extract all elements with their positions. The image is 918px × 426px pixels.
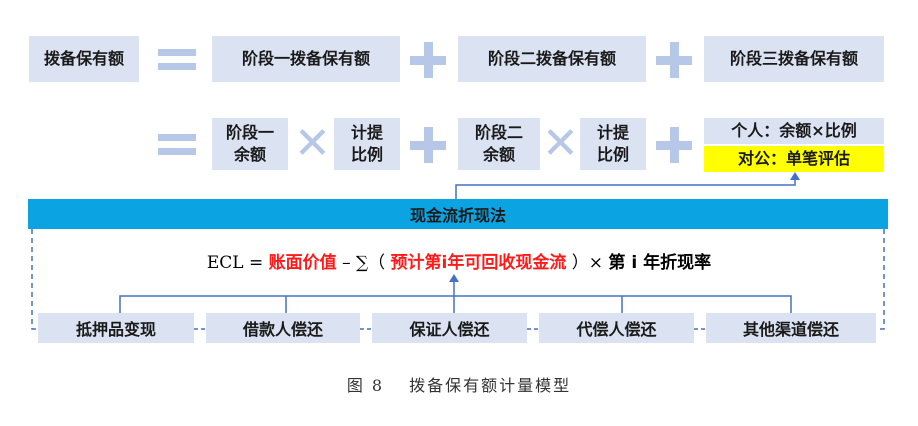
close-times-text: ）× [566, 253, 609, 273]
ecl-label: ECL [206, 253, 244, 273]
minus-sum-text: – ∑（ [336, 253, 391, 273]
source-collateral: 抵押品变现 [38, 313, 194, 343]
provision-rate-box-1: 计提 比例 [334, 118, 400, 170]
stage1-balance-line2: 余额 [233, 145, 266, 164]
book-value-term: 账面价值 [268, 253, 337, 273]
arrowhead-formula [449, 274, 459, 282]
rate2-line2: 比例 [596, 145, 629, 164]
source-bracket [119, 295, 792, 313]
rate1-line2: 比例 [350, 145, 383, 164]
rate1-line1: 计提 [350, 123, 383, 142]
rate2-line1: 计提 [596, 123, 629, 142]
stage3-provision-box: 阶段三拨备保有额 [704, 36, 884, 82]
dashed-frame [31, 229, 885, 330]
dcf-method-bar: 现金流折现法 [28, 199, 888, 229]
stage2-balance-line2: 余额 [482, 145, 515, 164]
dcf-to-corporate [455, 178, 796, 199]
stage1-provision-box: 阶段一拨备保有额 [212, 36, 400, 82]
arrowhead-corporate [790, 172, 800, 180]
times-sign-1: ✕ [294, 118, 331, 169]
source-other-channels: 其他渠道偿还 [706, 313, 876, 343]
provision-rate-box-2: 计提 比例 [580, 118, 646, 170]
figure-caption: 图 8 拨备保有额计量模型 [346, 376, 572, 395]
discount-rate-term: 第 i 年折现率 [608, 253, 712, 273]
source-borrower: 借款人偿还 [206, 313, 360, 343]
source-substitute-payer: 代偿人偿还 [539, 313, 694, 343]
stage2-provision-box: 阶段二拨备保有额 [458, 36, 646, 82]
source-guarantor: 保证人偿还 [372, 313, 527, 343]
total-provision-box: 拨备保有额 [29, 36, 139, 82]
stage1-balance-line1: 阶段一 [225, 123, 274, 142]
stage2-balance-line1: 阶段二 [474, 123, 523, 142]
stage1-balance-box: 阶段一 余额 [212, 118, 288, 170]
ecl-formula: ECL = 账面价值 – ∑（ 预计第i年可回收现金流 ）× 第 i 年折现率 [0, 248, 918, 273]
equals-text: = [243, 253, 269, 273]
predicted-cashflow-term: 预计第i年可回收现金流 [390, 253, 567, 273]
corporate-method-box: 对公：单笔评估 [704, 146, 884, 172]
times-sign-2: ✕ [542, 118, 579, 169]
personal-method-box: 个人：余额×比例 [704, 118, 884, 144]
stage2-balance-box: 阶段二 余额 [458, 118, 540, 170]
